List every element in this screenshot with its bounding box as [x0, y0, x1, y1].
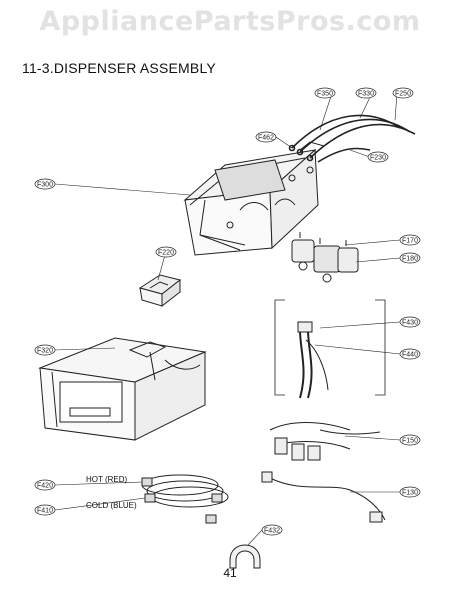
- callout-f300: F300: [34, 178, 56, 190]
- cold-hose-label: COLD (BLUE): [86, 501, 137, 510]
- callout-f250: F250: [392, 87, 414, 99]
- callout-f420: F420: [34, 479, 56, 491]
- svg-text:F220: F220: [158, 250, 174, 257]
- dispenser-drawer: [38, 337, 207, 441]
- harness-frame: [274, 299, 386, 396]
- callout-f432: F432: [261, 524, 283, 536]
- svg-text:F330: F330: [358, 91, 374, 98]
- callout-f430: F430: [399, 316, 421, 328]
- page-number: 41: [223, 566, 237, 580]
- svg-text:F300: F300: [37, 182, 53, 189]
- callout-f330: F330: [355, 87, 377, 99]
- svg-text:F250: F250: [395, 91, 411, 98]
- callout-f170: F170: [399, 234, 421, 246]
- callout-f180: F180: [399, 252, 421, 264]
- wire-harness: [269, 422, 381, 461]
- hot-hose-label: HOT (RED): [86, 475, 128, 484]
- svg-text:F430: F430: [402, 320, 418, 327]
- svg-text:F180: F180: [402, 256, 418, 263]
- dispenser-bracket: [138, 274, 182, 308]
- watermark: AppliancePartsPros.com: [39, 6, 421, 37]
- fill-hoses: [141, 474, 229, 524]
- svg-text:F420: F420: [37, 483, 53, 490]
- svg-text:F320: F320: [37, 348, 53, 355]
- callout-f462: F462: [255, 131, 277, 143]
- svg-text:F130: F130: [402, 490, 418, 497]
- svg-text:F440: F440: [402, 352, 418, 359]
- svg-text:F350: F350: [317, 91, 333, 98]
- callout-f320: F320: [34, 344, 56, 356]
- callout-f130: F130: [399, 486, 421, 498]
- svg-text:F462: F462: [258, 135, 274, 142]
- callout-f350: F350: [314, 87, 336, 99]
- callouts: F350 F330 F250 F462 F230 F300 F170 F180 …: [34, 87, 421, 536]
- svg-text:F432: F432: [264, 528, 280, 535]
- callout-f150: F150: [399, 434, 421, 446]
- svg-text:F170: F170: [402, 238, 418, 245]
- callout-f220: F220: [155, 246, 177, 258]
- page-title: 11-3.DISPENSER ASSEMBLY: [22, 60, 216, 76]
- callout-f440: F440: [399, 348, 421, 360]
- svg-text:F410: F410: [37, 508, 53, 515]
- callout-f230: F230: [367, 151, 389, 163]
- hose-clip: [229, 544, 261, 569]
- inlet-hoses: [288, 114, 416, 163]
- sensor-cable: [261, 471, 386, 523]
- water-valves: [291, 232, 359, 283]
- detergent-tube: [297, 321, 329, 399]
- callout-f410: F410: [34, 504, 56, 516]
- svg-text:F150: F150: [402, 438, 418, 445]
- dispenser-housing: [183, 141, 325, 256]
- leader-lines: [54, 92, 401, 546]
- svg-text:F230: F230: [370, 155, 386, 162]
